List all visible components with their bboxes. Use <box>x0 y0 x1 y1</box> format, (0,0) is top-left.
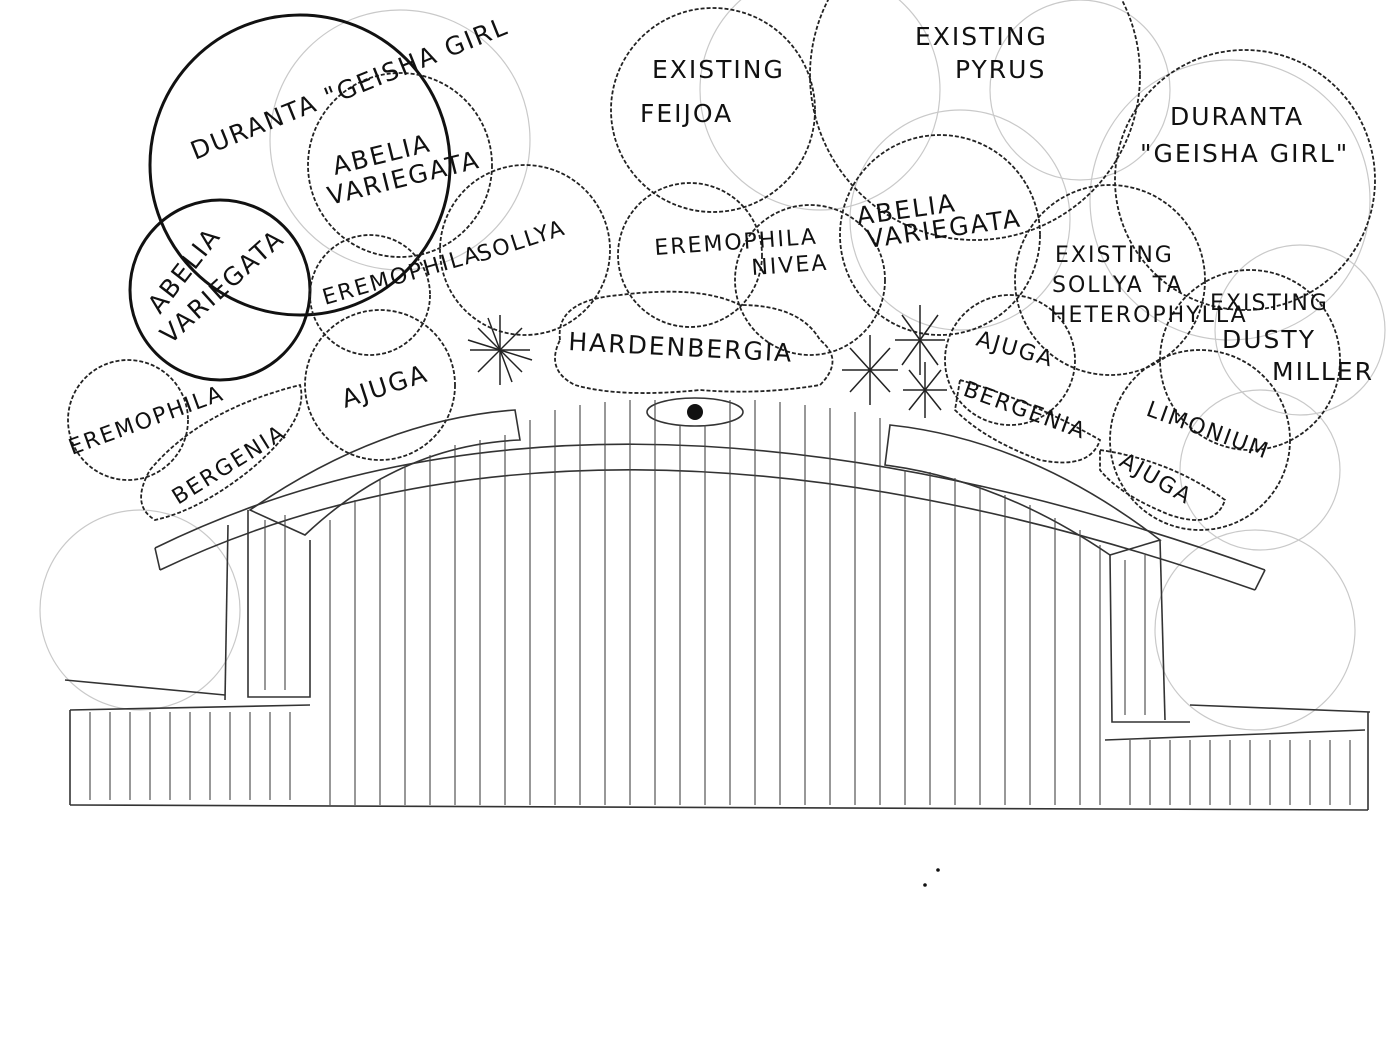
plant-canopies <box>67 0 1376 531</box>
arch-and-gate <box>64 397 1371 887</box>
label-bergenia-right: BERGENIA <box>960 377 1090 445</box>
label-ajuga-right-top: AJUGA <box>973 327 1057 373</box>
label-hardenbergia: HARDENBERGIA <box>568 327 794 368</box>
label-duranta-right-2: "GEISHA GIRL" <box>1140 139 1349 168</box>
label-ajuga-left: AJUGA <box>338 359 432 414</box>
label-eremophila-nivea-2: NIVEA <box>751 251 830 281</box>
label-existing-sollya-1: EXISTING <box>1055 243 1174 268</box>
label-existing-sollya-2: SOLLYA TA <box>1052 273 1183 298</box>
label-existing-dusty-2: DUSTY <box>1222 325 1316 354</box>
label-sollya-left: SOLLYA <box>474 216 569 268</box>
dots <box>923 868 940 887</box>
label-pyrus-2: PYRUS <box>955 55 1046 84</box>
label-eremophila-far-left: EREMOPHILA <box>66 381 228 460</box>
label-existing-dusty-1: EXISTING <box>1210 291 1329 316</box>
label-limonium: LIMONIUM <box>1143 397 1273 465</box>
label-eremophila-left: EREMOPHILA <box>320 242 484 311</box>
label-ajuga-right-bottom: AJUGA <box>1115 449 1197 511</box>
label-existing-dusty-3: MILLER <box>1272 357 1374 386</box>
construction-circles <box>39 0 1386 731</box>
label-pyrus-1: EXISTING <box>915 22 1048 51</box>
label-duranta-right-1: DURANTA <box>1170 102 1304 131</box>
label-existing-sollya-3: HETEROPHYLLA <box>1050 303 1248 328</box>
label-feijoa-2: FEIJOA <box>640 99 733 128</box>
label-feijoa-1: EXISTING <box>652 55 785 84</box>
climber-stars <box>467 305 947 418</box>
label-duranta-left: DURANTA "GEISHA GIRL <box>186 11 512 165</box>
plant-labels: DURANTA "GEISHA GIRL ABELIA VARIEGATA AB… <box>66 11 1374 511</box>
